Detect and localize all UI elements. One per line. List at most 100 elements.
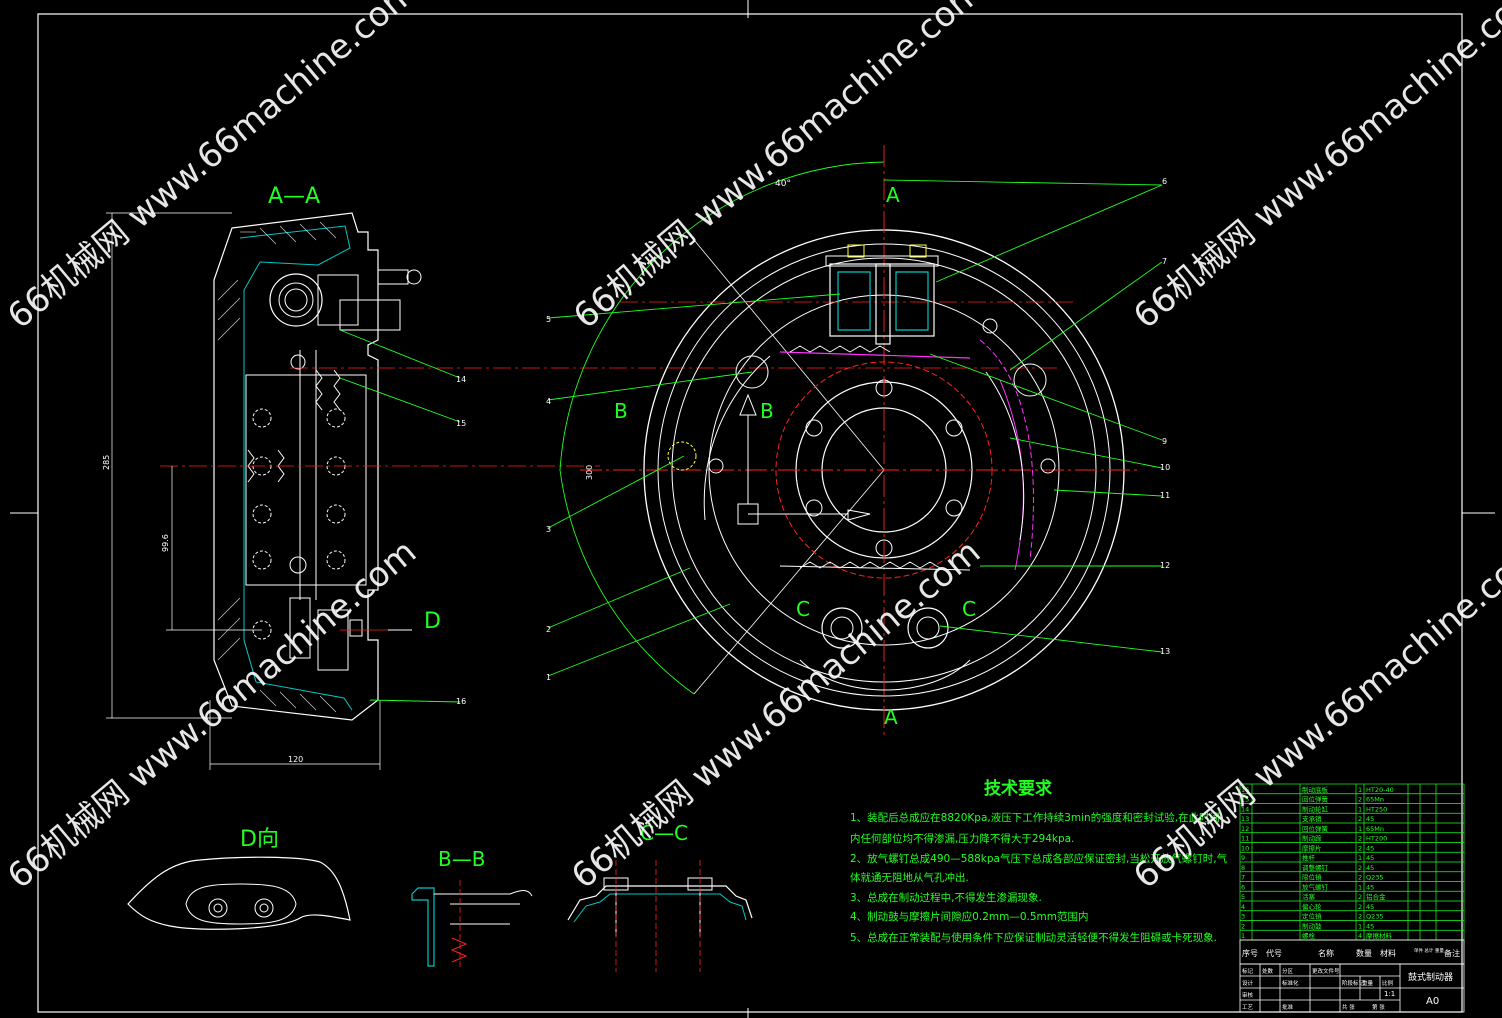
bom-row-material: 摩擦材料 <box>1366 931 1393 940</box>
bom-row-no: 7 <box>1241 874 1245 882</box>
bom-row-name: 调整螺钉 <box>1302 863 1329 872</box>
tb-label-weight: 重量 <box>1362 979 1374 987</box>
watermark-4: 66机械网 www.66machine.com <box>0 532 424 897</box>
tb-label-count: 处数 <box>1262 967 1274 975</box>
d-direction-label: D <box>424 609 441 634</box>
bom-row-name: 支承销 <box>1302 814 1322 823</box>
bom-row-name: 回位弹簧 <box>1302 795 1329 804</box>
bom-row-qty: 2 <box>1358 903 1362 911</box>
front-view: 40° 300 <box>559 145 1140 735</box>
bom-row-material: Q235 <box>1366 913 1384 921</box>
bom-row-no: 13 <box>1241 815 1249 823</box>
bom-row-qty: 2 <box>1358 815 1362 823</box>
drawing-title: 鼓式制动器 <box>1408 971 1453 983</box>
watermark-3: 66机械网 www.66machine.com <box>1126 0 1502 337</box>
tb-label-scale: 比例 <box>1382 979 1394 987</box>
dim-height-inner: 99.6 <box>161 534 170 552</box>
bom-row-material: 45 <box>1366 922 1374 930</box>
leader-7: 7 <box>1162 257 1167 266</box>
d-view: D向 <box>127 827 351 930</box>
section-bb-title: B—B <box>438 847 485 871</box>
tech-line-4: 体就通无阻地从气孔冲出. <box>850 871 969 884</box>
bom-header-name: 名称 <box>1318 948 1334 958</box>
bom-row-qty: 2 <box>1358 874 1362 882</box>
tech-line-6: 4、制动鼓与摩擦片间隙应0.2mm—0.5mm范围内 <box>850 910 1089 923</box>
leader-lines <box>339 179 1163 703</box>
section-aa-title: A—A <box>268 184 320 209</box>
bom-header-material: 材料 <box>1380 948 1396 958</box>
bom-row-no: 16 <box>1241 786 1249 794</box>
bom-row-name: 偏心轮 <box>1302 902 1322 911</box>
leader-13: 13 <box>1160 647 1170 656</box>
bom-row-qty: 1 <box>1358 922 1362 930</box>
bom-row-qty: 1 <box>1358 786 1362 794</box>
bom-row-material: 45 <box>1366 864 1374 872</box>
bom-row-no: 3 <box>1241 913 1245 921</box>
bom-row-name: 回位弹簧 <box>1302 824 1329 833</box>
bom-row-material: 65Mn <box>1366 825 1384 833</box>
tb-label-standard: 标准化 <box>1282 979 1299 987</box>
bom-row-name: 制动底板 <box>1302 785 1329 794</box>
bom-row-no: 8 <box>1241 864 1245 872</box>
bom-row-name: 制动鼓 <box>1302 921 1322 930</box>
bom-row-name: 制动蹄 <box>1302 834 1322 843</box>
bom-row-name: 定位销 <box>1302 912 1322 921</box>
cut-b-left: B <box>614 399 628 423</box>
bom-row-no: 4 <box>1241 903 1245 911</box>
bom-row-name: 螺栓 <box>1302 931 1316 940</box>
tb-label-sheet-no: 第 张 <box>1372 1003 1385 1011</box>
cut-a-top: A <box>886 183 900 207</box>
tech-requirements: 技术要求 1、装配后总成应在8820Kpa,液压下工作持续3min的强度和密封试… <box>850 778 1228 944</box>
bom-row-no: 11 <box>1241 835 1249 843</box>
bom-row-material: 45 <box>1366 903 1374 911</box>
watermark-1: 66机械网 www.66machine.com <box>0 0 424 337</box>
bom-row-material: 45 <box>1366 815 1374 823</box>
dim-width: 120 <box>288 755 303 764</box>
bom-row-qty: 4 <box>1358 932 1362 940</box>
bom-header-qty: 数量 <box>1356 948 1372 958</box>
cut-b-right: B <box>760 399 774 423</box>
bom-row-no: 6 <box>1241 883 1245 891</box>
tb-label-approve: 批准 <box>1282 1003 1294 1011</box>
leader-2: 2 <box>546 625 551 634</box>
section-cc-title: C—C <box>640 821 688 845</box>
leader-5: 5 <box>546 315 551 324</box>
bom-row-name: 摩擦片 <box>1302 843 1322 852</box>
bom-header-code: 代号 <box>1266 948 1282 958</box>
leader-12: 12 <box>1160 561 1170 570</box>
tech-line-1: 1、装配后总成应在8820Kpa,液压下工作持续3min的强度和密封试验,在此时… <box>850 811 1220 824</box>
bom-row-no: 12 <box>1241 825 1249 833</box>
d-view-title: D向 <box>240 827 279 852</box>
bom-row-qty: 1 <box>1358 825 1362 833</box>
leader-1: 1 <box>546 673 551 682</box>
bom-row-material: Q235 <box>1366 874 1384 882</box>
leader-4: 4 <box>546 397 551 406</box>
bom-header-note: 备注 <box>1444 948 1460 958</box>
tb-label-change: 更改文件号 <box>1312 967 1340 975</box>
bom-row-qty: 1 <box>1358 883 1362 891</box>
section-cc-view: C—C <box>567 821 753 972</box>
bom-row-material: HT200 <box>1366 835 1387 843</box>
bom-row-no: 1 <box>1241 932 1245 940</box>
bom-row-qty: 2 <box>1358 893 1362 901</box>
bom-row-qty: 1 <box>1358 854 1362 862</box>
bom-row-material: HT250 <box>1366 805 1387 813</box>
leader-15: 15 <box>456 419 466 428</box>
bom-row-name: 限位销 <box>1302 873 1322 882</box>
bom-row-material: HT20-40 <box>1366 786 1394 794</box>
leader-6: 6 <box>1162 177 1167 186</box>
tech-line-2: 内任何部位均不得渗漏,压力降不得大于294kpa. <box>850 832 1074 845</box>
tb-label-total-sheets: 共 张 <box>1342 1003 1355 1011</box>
sheet-size: A0 <box>1426 996 1439 1007</box>
bom-row-no: 15 <box>1241 796 1249 804</box>
cut-c-right: C <box>962 597 976 621</box>
bom-row-material: 45 <box>1366 854 1374 862</box>
bom-row-no: 2 <box>1241 922 1245 930</box>
bom-row-no: 10 <box>1241 844 1249 852</box>
tech-requirements-title: 技术要求 <box>984 778 1052 799</box>
tb-label-process: 工艺 <box>1242 1004 1254 1011</box>
bom-row-no: 5 <box>1241 893 1245 901</box>
bom-row-material: 铝合金 <box>1366 892 1386 901</box>
bom-row-qty: 2 <box>1358 835 1362 843</box>
